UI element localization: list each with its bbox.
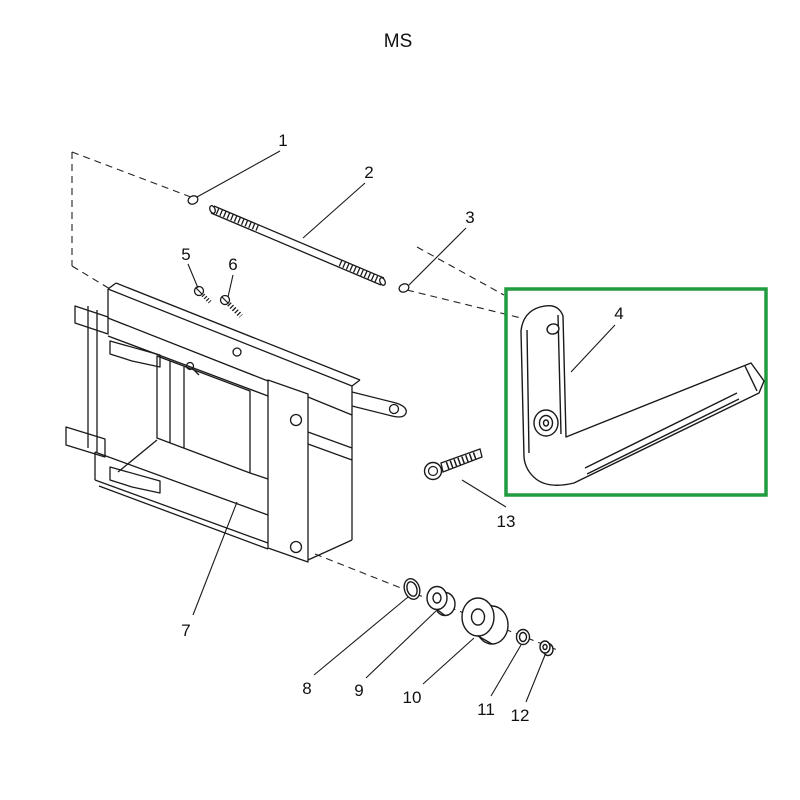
bushing-9-hole [432, 592, 442, 604]
part-label-11: 11 [477, 700, 495, 719]
nut-12-hole [542, 643, 548, 651]
leader-4 [570, 324, 616, 373]
bolt-13-head [423, 461, 443, 481]
screw-5-slot [195, 287, 203, 295]
frame-gussets [307, 415, 353, 561]
fork-hub-mid [538, 414, 554, 432]
leader-7 [192, 501, 238, 616]
rod-part-2 [209, 205, 386, 286]
rod-end-left [209, 205, 216, 214]
ring-part-11 [515, 628, 531, 646]
leader-lines [187, 150, 616, 703]
highlight-box-part-4 [504, 287, 768, 497]
frame-window [156, 355, 269, 480]
fork-blade-groove [584, 392, 740, 475]
leader-10 [422, 637, 475, 685]
bolt-13-shaft-outline [440, 448, 483, 473]
pin-part-3 [398, 283, 410, 293]
frame-bottom-beam [94, 439, 269, 550]
frame-pin-lower [289, 540, 303, 554]
pin-3-shape [398, 283, 410, 293]
leader-13 [461, 479, 507, 508]
frame-part-7 [65, 282, 407, 563]
pin-1-shape [187, 195, 199, 205]
frame-left-structure [65, 305, 161, 494]
screw-part-6 [219, 294, 243, 318]
leader-5 [187, 263, 199, 289]
fork-shank-edge [526, 314, 562, 454]
part-label-10: 10 [403, 688, 422, 707]
fork-top-hole [546, 323, 560, 335]
frame-lug-hole [388, 403, 400, 415]
part-label-2: 2 [364, 163, 373, 182]
screw-part-5 [193, 285, 212, 304]
ring-part-8 [403, 578, 421, 600]
part-label-7: 7 [181, 621, 190, 640]
roller-10-hole [470, 608, 486, 626]
frame-beam-hole [232, 347, 242, 357]
leader-11 [490, 644, 522, 697]
rod-outline [210, 205, 385, 286]
leader-2 [302, 182, 366, 239]
fork-outline [520, 304, 765, 486]
fork-tip-bevel [744, 365, 758, 392]
part-label-5: 5 [181, 245, 190, 264]
fork-hub-outer [533, 409, 559, 437]
leader-6 [227, 274, 234, 298]
frame-screw-head [185, 361, 195, 371]
rod-end-right [379, 277, 386, 286]
frame-right-plate [267, 379, 309, 563]
frame-top-beam [107, 282, 361, 416]
screw-6-slot [221, 296, 229, 304]
frame-pin-upper [289, 413, 303, 427]
part-label-13: 13 [497, 512, 516, 531]
ring-8-inner [406, 581, 418, 597]
rod-knurl-right [338, 260, 381, 283]
part-label-12: 12 [511, 706, 530, 725]
construction-line [406, 289, 522, 319]
leader-9 [365, 610, 437, 679]
bolt-13-head-inner [427, 465, 439, 477]
fork-hub-inner [542, 419, 550, 427]
construction-line [71, 151, 197, 200]
frame-screw-shaft [192, 368, 200, 376]
bolt-part-13 [423, 448, 483, 481]
part-label-1: 1 [278, 131, 287, 150]
pin-part-1 [187, 195, 199, 205]
screw-5-shaft [201, 293, 212, 304]
part-label-4: 4 [614, 304, 623, 323]
construction-line [416, 246, 505, 296]
leader-3 [408, 227, 467, 286]
construction-line [71, 265, 111, 290]
part-labels: 1 2 3 4 5 6 7 8 9 10 11 12 13 [181, 131, 623, 725]
drawing-title: MS [384, 31, 413, 52]
part-label-6: 6 [228, 255, 237, 274]
leader-8 [313, 596, 409, 676]
part-label-9: 9 [354, 681, 363, 700]
part-label-8: 8 [302, 679, 311, 698]
frame-lug [351, 391, 407, 418]
bolt-13-threads [445, 451, 480, 470]
leader-12 [525, 654, 546, 703]
ring-11-inner [518, 631, 528, 643]
rod-knurl-left [215, 207, 260, 232]
leader-1 [196, 150, 281, 198]
fork-part-4 [520, 304, 765, 486]
nut-part-12 [539, 640, 554, 657]
part-label-3: 3 [465, 208, 474, 227]
roller-part-10 [461, 597, 509, 645]
bushing-part-9 [426, 585, 456, 617]
screw-6-shaft [227, 302, 243, 318]
